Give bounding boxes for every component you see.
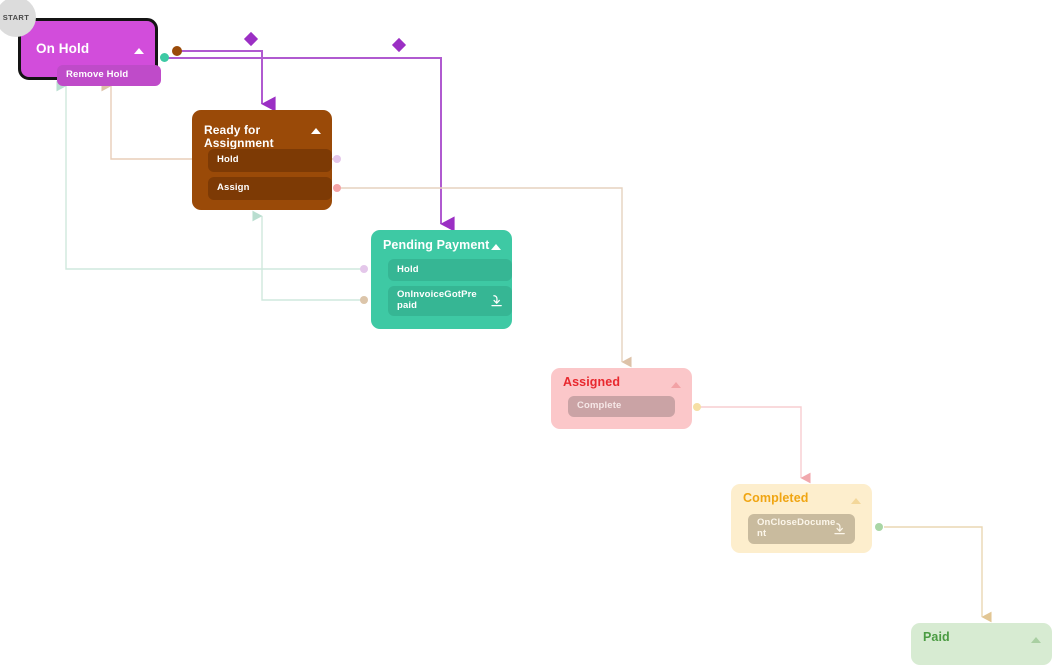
- start-badge-label: START: [2, 12, 30, 22]
- edge-onhold-to-ready: [177, 50, 276, 112]
- action-complete[interactable]: Complete: [568, 396, 675, 417]
- action-label: Complete: [577, 400, 622, 412]
- port-dot-completed-close-out[interactable]: [875, 523, 883, 531]
- action-hold[interactable]: Hold: [208, 149, 332, 172]
- import-arrow-icon: [491, 295, 502, 307]
- port-dot-ready-hold-out[interactable]: [333, 155, 341, 163]
- node-title: Pending Payment: [383, 238, 490, 252]
- node-title: On Hold: [36, 41, 90, 56]
- action-on-invoice-got-prepaid[interactable]: OnInvoiceGotPrepaid: [388, 286, 512, 316]
- port-dot-pending-hold-out[interactable]: [360, 265, 368, 273]
- action-label: Hold: [397, 263, 419, 275]
- action-remove-hold[interactable]: Remove Hold: [57, 65, 161, 86]
- chevron-up-icon[interactable]: [134, 48, 144, 54]
- edge-completed-to-paid: [884, 526, 992, 623]
- start-badge: START: [0, 0, 36, 37]
- node-title: Paid: [923, 630, 950, 644]
- action-hold[interactable]: Hold: [388, 259, 512, 281]
- port-dot-ready-assign-out[interactable]: [333, 184, 341, 192]
- action-assign[interactable]: Assign: [208, 177, 332, 200]
- edge-pending-to-ready: [252, 210, 364, 301]
- edge-waypoint-diamond[interactable]: [243, 31, 259, 47]
- action-label: Remove Hold: [66, 69, 129, 81]
- action-label: Assign: [217, 182, 250, 194]
- chevron-up-icon[interactable]: [1031, 637, 1041, 643]
- action-on-close-document[interactable]: OnCloseDocument: [748, 514, 855, 544]
- node-title: Ready for Assignment: [204, 123, 274, 151]
- chevron-up-icon[interactable]: [671, 382, 681, 388]
- chevron-up-icon[interactable]: [311, 128, 321, 134]
- port-dot-onhold-out-1[interactable]: [172, 46, 182, 56]
- node-pending-payment[interactable]: Pending Payment Hold OnInvoiceGotPrepaid: [371, 230, 512, 329]
- chevron-up-icon[interactable]: [851, 498, 861, 504]
- port-dot-onhold-out-2[interactable]: [160, 53, 169, 62]
- node-completed[interactable]: Completed OnCloseDocument: [731, 484, 872, 553]
- node-ready-for-assignment[interactable]: Ready for Assignment Hold Assign: [192, 110, 332, 210]
- port-dot-assigned-complete-out[interactable]: [693, 403, 701, 411]
- edge-waypoint-diamond[interactable]: [391, 37, 407, 53]
- action-label: OnInvoiceGotPrepaid: [397, 289, 477, 311]
- node-on-hold[interactable]: On Hold Remove Hold: [18, 18, 161, 86]
- edge-assigned-to-completed: [697, 406, 811, 484]
- port-dot-pending-invoice-out[interactable]: [360, 296, 368, 304]
- node-paid[interactable]: Paid: [911, 623, 1052, 665]
- chevron-up-icon[interactable]: [491, 244, 501, 250]
- import-arrow-icon: [834, 523, 845, 535]
- node-title: Assigned: [563, 375, 621, 389]
- node-title: Completed: [743, 491, 809, 505]
- action-label: OnCloseDocument: [757, 517, 836, 539]
- action-label: Hold: [217, 154, 239, 166]
